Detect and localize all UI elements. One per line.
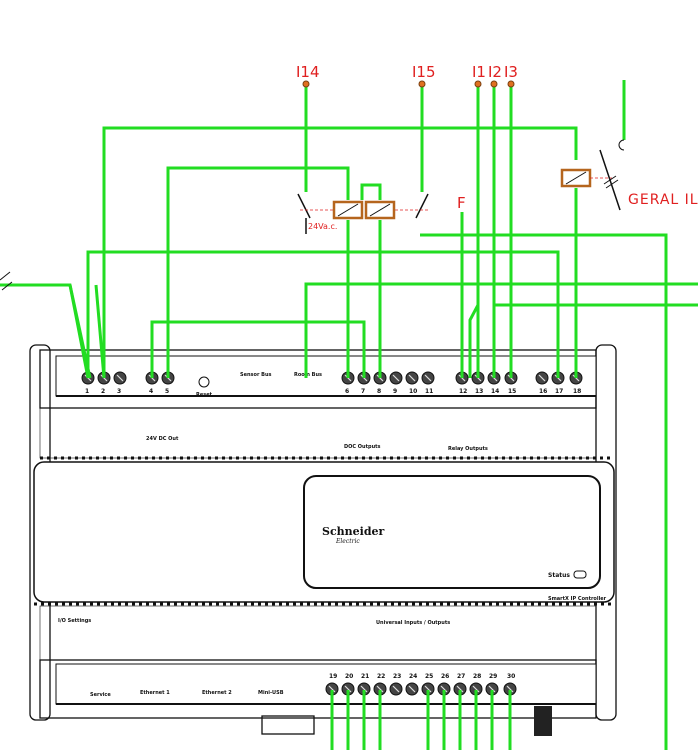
ethernet2-label: Ethernet 2 <box>202 690 232 696</box>
reset-label: Reset <box>196 392 213 398</box>
top-terminal-number: 11 <box>425 388 433 395</box>
bottom-terminal-number: 27 <box>457 673 465 680</box>
bottom-terminal-number: 22 <box>377 673 385 680</box>
top-terminal-number: 1 <box>85 388 89 395</box>
io-title: Universal Inputs / Outputs <box>376 620 450 626</box>
label-i2: I2 <box>488 63 502 81</box>
top-terminal-number: 8 <box>377 388 381 395</box>
top-terminal-number: 4 <box>149 388 153 395</box>
top-terminal-number: 7 <box>361 388 365 395</box>
bottom-terminal-number: 19 <box>329 673 337 680</box>
label-i14: I14 <box>296 63 320 81</box>
top-terminal-number: 9 <box>393 388 397 395</box>
bottom-terminal-number: 29 <box>489 673 497 680</box>
top-terminal-number: 17 <box>555 388 563 395</box>
dc-out-label: 24V DC Out <box>146 436 179 442</box>
top-terminal-number: 13 <box>475 388 483 395</box>
bottom-terminal-block: 19 20 21 22 23 24 25 26 27 28 29 30 <box>325 673 517 696</box>
brand-sub-text: Electric <box>335 538 360 545</box>
io-settings-label: I/O Settings <box>58 618 91 624</box>
reset-button <box>198 376 210 388</box>
usb-label: Mini-USB <box>258 690 284 696</box>
top-terminal-number: 6 <box>345 388 349 395</box>
model-label: SmartX IP Controller <box>548 596 607 602</box>
bottom-terminal-number: 26 <box>441 673 449 680</box>
sensor-bus-label: Sensor Bus <box>240 372 272 378</box>
label-i3: I3 <box>504 63 518 81</box>
bottom-terminal-number: 21 <box>361 673 369 680</box>
contactor-symbols <box>0 139 625 291</box>
label-geral: GERAL IL <box>628 192 698 208</box>
top-terminal-number: 3 <box>117 388 121 395</box>
brand-logo: Schneider <box>322 525 385 538</box>
relay-outputs-label: Relay Outputs <box>448 446 488 452</box>
service-label: Service <box>90 692 111 698</box>
bottom-terminal-number: 24 <box>409 673 417 680</box>
label-voltage: 24Va.c. <box>308 222 337 231</box>
top-terminal-number: 15 <box>508 388 516 395</box>
status-label: Status <box>548 572 570 579</box>
top-terminal-number: 10 <box>409 388 417 395</box>
top-terminal-number: 2 <box>101 388 105 395</box>
bottom-terminal-number: 30 <box>507 673 515 680</box>
room-bus-label: Room Bus <box>294 372 322 378</box>
wires <box>0 80 698 750</box>
ethernet1-label: Ethernet 1 <box>140 690 170 696</box>
dc-outputs-label: DOC Outputs <box>344 444 381 450</box>
label-i1: I1 <box>472 63 486 81</box>
top-terminal-number: 16 <box>539 388 547 395</box>
top-terminal-number: 5 <box>165 388 169 395</box>
bottom-terminal-number: 28 <box>473 673 481 680</box>
bottom-terminal-number: 23 <box>393 673 401 680</box>
label-i15: I15 <box>412 63 436 81</box>
bottom-terminal-number: 25 <box>425 673 433 680</box>
top-terminal-number: 12 <box>459 388 467 395</box>
bottom-terminal-number: 20 <box>345 673 353 680</box>
controller-device: Schneider Electric Status SmartX IP Cont… <box>29 344 617 736</box>
input-dots <box>302 80 515 88</box>
top-terminal-number: 18 <box>573 388 581 395</box>
label-f: F <box>457 194 466 212</box>
top-terminal-number: 14 <box>491 388 499 395</box>
